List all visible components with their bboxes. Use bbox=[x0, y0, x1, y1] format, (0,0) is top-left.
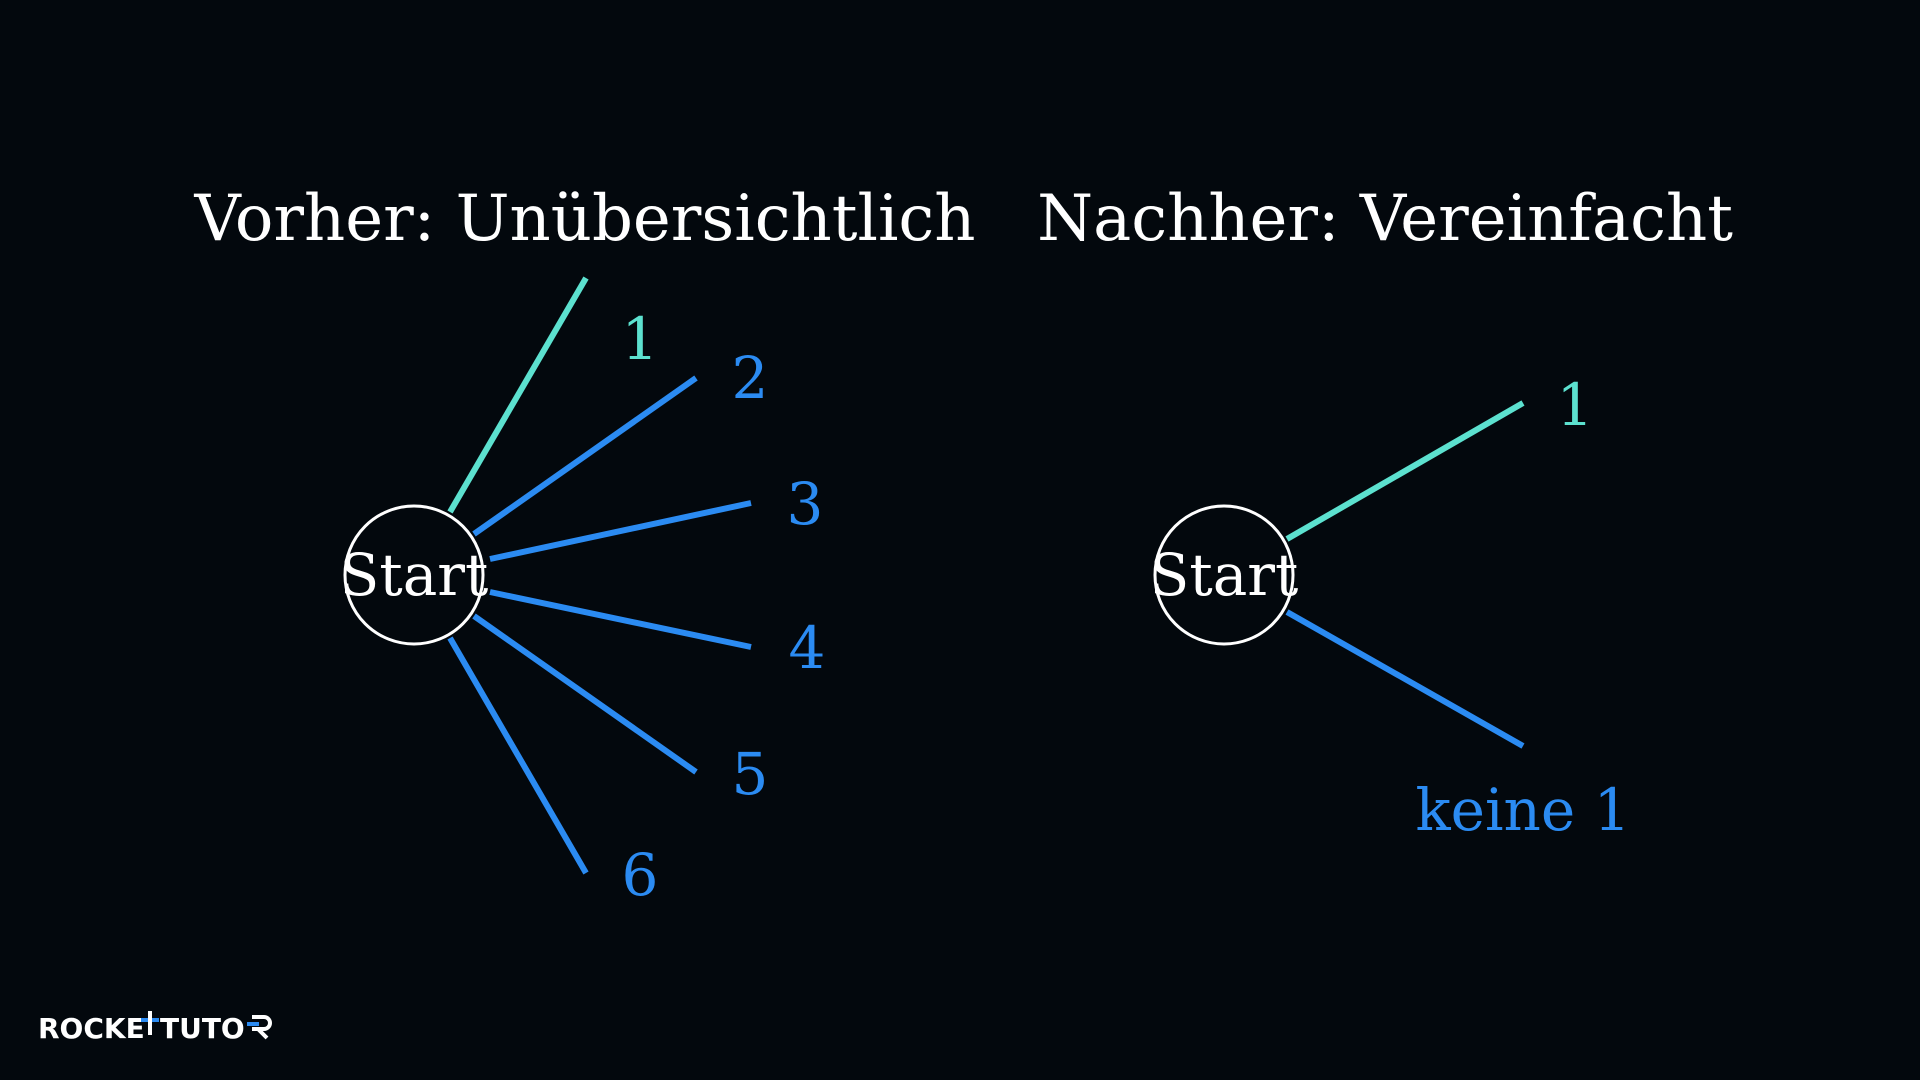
before-label-3: 3 bbox=[787, 470, 824, 538]
before-label-1: 1 bbox=[622, 305, 659, 373]
after-label-1: 1 bbox=[1557, 371, 1594, 439]
after-start-label: Start bbox=[1150, 541, 1299, 609]
before-label-2: 2 bbox=[732, 344, 769, 412]
before-branch-3 bbox=[489, 500, 752, 562]
after-branch-2 bbox=[1285, 609, 1525, 749]
logo-r-icon bbox=[247, 1015, 272, 1040]
before-branch-6 bbox=[447, 636, 589, 875]
after-tree: Start 1 keine 1 bbox=[1150, 371, 1631, 844]
after-label-2: keine 1 bbox=[1415, 776, 1630, 844]
before-start-node bbox=[343, 504, 485, 646]
before-branch-5 bbox=[472, 613, 698, 775]
before-tree: Start 1 2 3 4 5 6 bbox=[340, 276, 826, 909]
before-branch-1 bbox=[447, 276, 589, 514]
logo-text-right: TUTO bbox=[160, 1012, 245, 1045]
before-branch-2 bbox=[472, 375, 698, 537]
after-title: Nachher: Vereinfacht bbox=[1037, 182, 1733, 256]
logo-plus-icon bbox=[141, 1011, 159, 1035]
after-start-node bbox=[1153, 504, 1295, 646]
before-start-label: Start bbox=[340, 541, 489, 609]
after-branch-1 bbox=[1285, 400, 1525, 542]
logo-text-left: ROCKE bbox=[38, 1012, 145, 1045]
before-title: Vorher: Unübersichtlich bbox=[194, 182, 976, 256]
before-label-4: 4 bbox=[789, 614, 826, 682]
before-label-5: 5 bbox=[732, 740, 769, 808]
before-branch-4 bbox=[489, 589, 752, 650]
before-label-6: 6 bbox=[622, 841, 659, 909]
rocket-tutor-logo: ROCKE TUTO bbox=[38, 1011, 272, 1045]
